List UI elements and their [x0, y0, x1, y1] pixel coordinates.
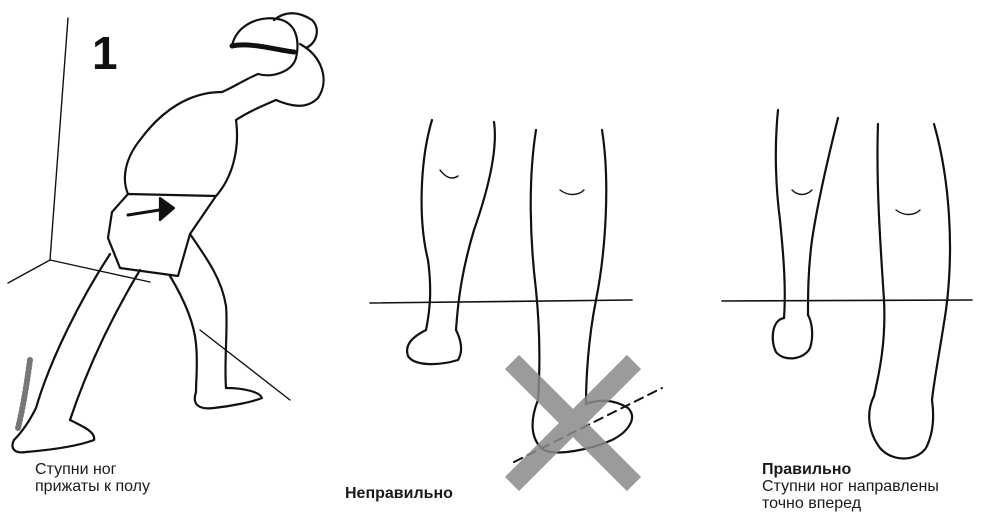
correct-label: Правильно — [762, 461, 939, 478]
figure-3-caption-line1: Ступни ног направлены — [762, 478, 939, 495]
figure-3-caption: Правильно Ступни ног направлены точно вп… — [762, 461, 939, 512]
figure-1-caption: Ступни ног прижаты к полу — [35, 461, 150, 495]
figure-2-drawing — [370, 120, 662, 484]
figure-3-drawing — [722, 110, 972, 459]
figure-number: 1 — [92, 30, 118, 76]
figure-1-caption-line2: прижаты к полу — [35, 478, 150, 495]
figure-1-caption-line1: Ступни ног — [35, 461, 150, 478]
figure-1-drawing — [8, 13, 324, 452]
figure-3-caption-line2: точно вперед — [762, 495, 939, 512]
incorrect-label: Неправильно — [345, 485, 453, 502]
